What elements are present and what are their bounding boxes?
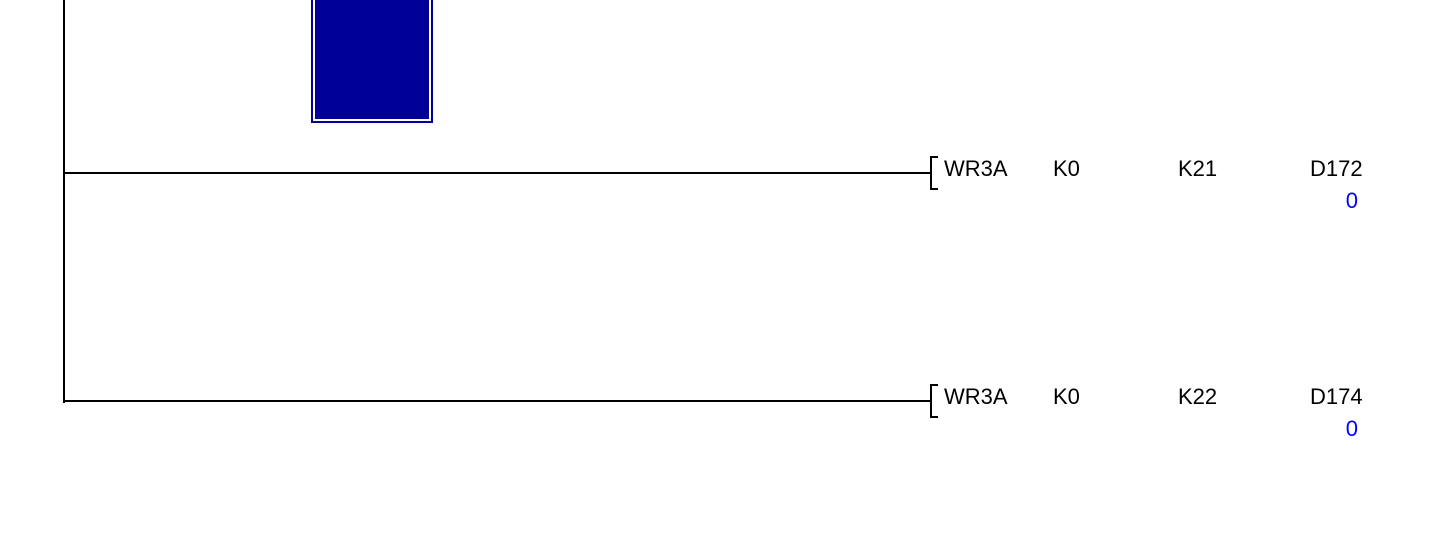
instruction-operand-2[interactable]: K22 [1178,384,1218,409]
instruction-operand-2[interactable]: K21 [1178,156,1218,181]
monitor-value: 0 [1345,416,1358,441]
monitor-value: 0 [1345,188,1358,213]
instruction-open-bracket-icon [930,156,938,190]
instruction-open-bracket-icon [930,384,938,418]
left-power-rail [63,0,65,403]
edit-cursor-cell[interactable] [313,0,431,121]
rung-wire [63,172,932,174]
instruction-mnemonic[interactable]: WR3A [944,384,1008,409]
instruction-operand-1[interactable]: K0 [1053,156,1080,181]
rung-wire [63,400,932,402]
instruction-operand-3[interactable]: D172 [1310,156,1363,181]
instruction-operand-1[interactable]: K0 [1053,384,1080,409]
instruction-mnemonic[interactable]: WR3A [944,156,1008,181]
instruction-operand-3[interactable]: D174 [1310,384,1363,409]
